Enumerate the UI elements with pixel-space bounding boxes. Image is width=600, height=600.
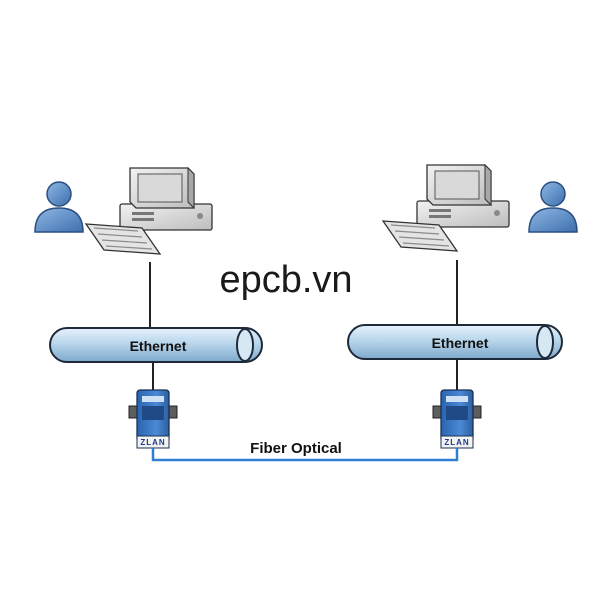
right-ethernet-pipe: Ethernet <box>347 324 563 360</box>
left-converter-brand: ZLAN <box>140 438 165 447</box>
right-ethernet-label: Ethernet <box>432 335 489 351</box>
right-user-icon <box>528 181 578 233</box>
left-ethernet-pipe: Ethernet <box>49 327 263 363</box>
left-computer-icon <box>85 167 213 255</box>
watermark-text: epcb.vn <box>219 259 352 301</box>
right-computer-icon <box>382 164 510 252</box>
fiber-optical-link <box>151 448 459 462</box>
right-converter-brand: ZLAN <box>444 438 469 447</box>
left-ethernet-label: Ethernet <box>130 338 187 354</box>
fiber-optical-label: Fiber Optical <box>250 440 342 457</box>
left-user-icon <box>34 181 84 233</box>
